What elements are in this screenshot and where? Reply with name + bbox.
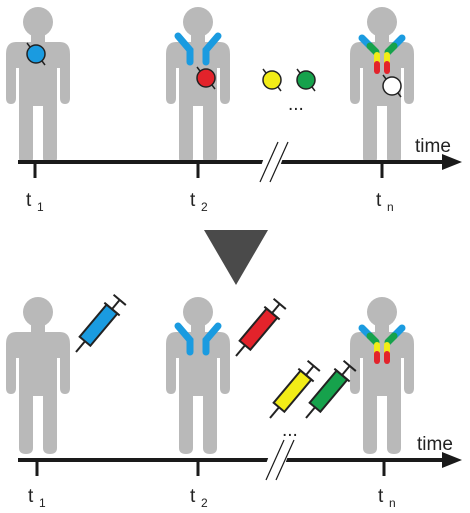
virus-yellow-icon: [262, 68, 282, 92]
ellipsis-bottom: ...: [282, 420, 298, 441]
person-bottom-t2: [166, 297, 230, 454]
tick-label-t1-top: t 1: [26, 190, 44, 214]
svg-text:n: n: [389, 496, 396, 510]
syringe-green-icon: [297, 358, 359, 426]
tick-label-t2-bottom: t 2: [190, 486, 208, 510]
tick-label-tn-bottom: t n: [378, 486, 396, 510]
syringe-red-icon: [227, 296, 289, 364]
time-axis-bottom: [18, 439, 462, 481]
syringe-blue-icon: [67, 292, 129, 360]
svg-text:n: n: [387, 200, 394, 214]
person-top-tn: [350, 7, 414, 164]
svg-text:1: 1: [39, 496, 46, 510]
ellipsis-top: ...: [288, 94, 304, 115]
syringe-yellow-icon: [261, 358, 323, 426]
tick-label-tn-top: t n: [376, 190, 394, 214]
antibody-blue-top-t2: [174, 32, 222, 66]
svg-text:t: t: [190, 190, 196, 211]
person-top-t2: [166, 7, 230, 164]
svg-text:t: t: [376, 190, 382, 211]
tick-label-t2-top: t 2: [190, 190, 208, 214]
person-bottom-t1: [6, 297, 70, 454]
svg-text:2: 2: [201, 496, 208, 510]
svg-text:t: t: [26, 190, 32, 211]
time-axis-top: [18, 141, 462, 183]
time-label-top: time: [415, 136, 451, 157]
down-arrow-icon: [204, 230, 268, 285]
antibody-multi-top-tn: [358, 34, 406, 74]
antibody-blue-bottom-t2: [174, 322, 222, 356]
person-top-t1: [6, 7, 70, 164]
svg-text:1: 1: [37, 200, 44, 214]
svg-text:t: t: [190, 486, 196, 507]
antibody-multi-bottom-tn: [358, 324, 406, 364]
virus-green-icon: [296, 68, 316, 92]
time-label-bottom: time: [417, 434, 453, 455]
top-panel: ... time t 1 t 2 t n: [6, 7, 462, 214]
svg-text:t: t: [378, 486, 384, 507]
bottom-panel: ... time t 1 t 2 t n: [6, 292, 462, 510]
svg-text:2: 2: [201, 200, 208, 214]
svg-text:t: t: [28, 486, 34, 507]
tick-label-t1-bottom: t 1: [28, 486, 46, 510]
person-bottom-tn: [350, 297, 414, 454]
